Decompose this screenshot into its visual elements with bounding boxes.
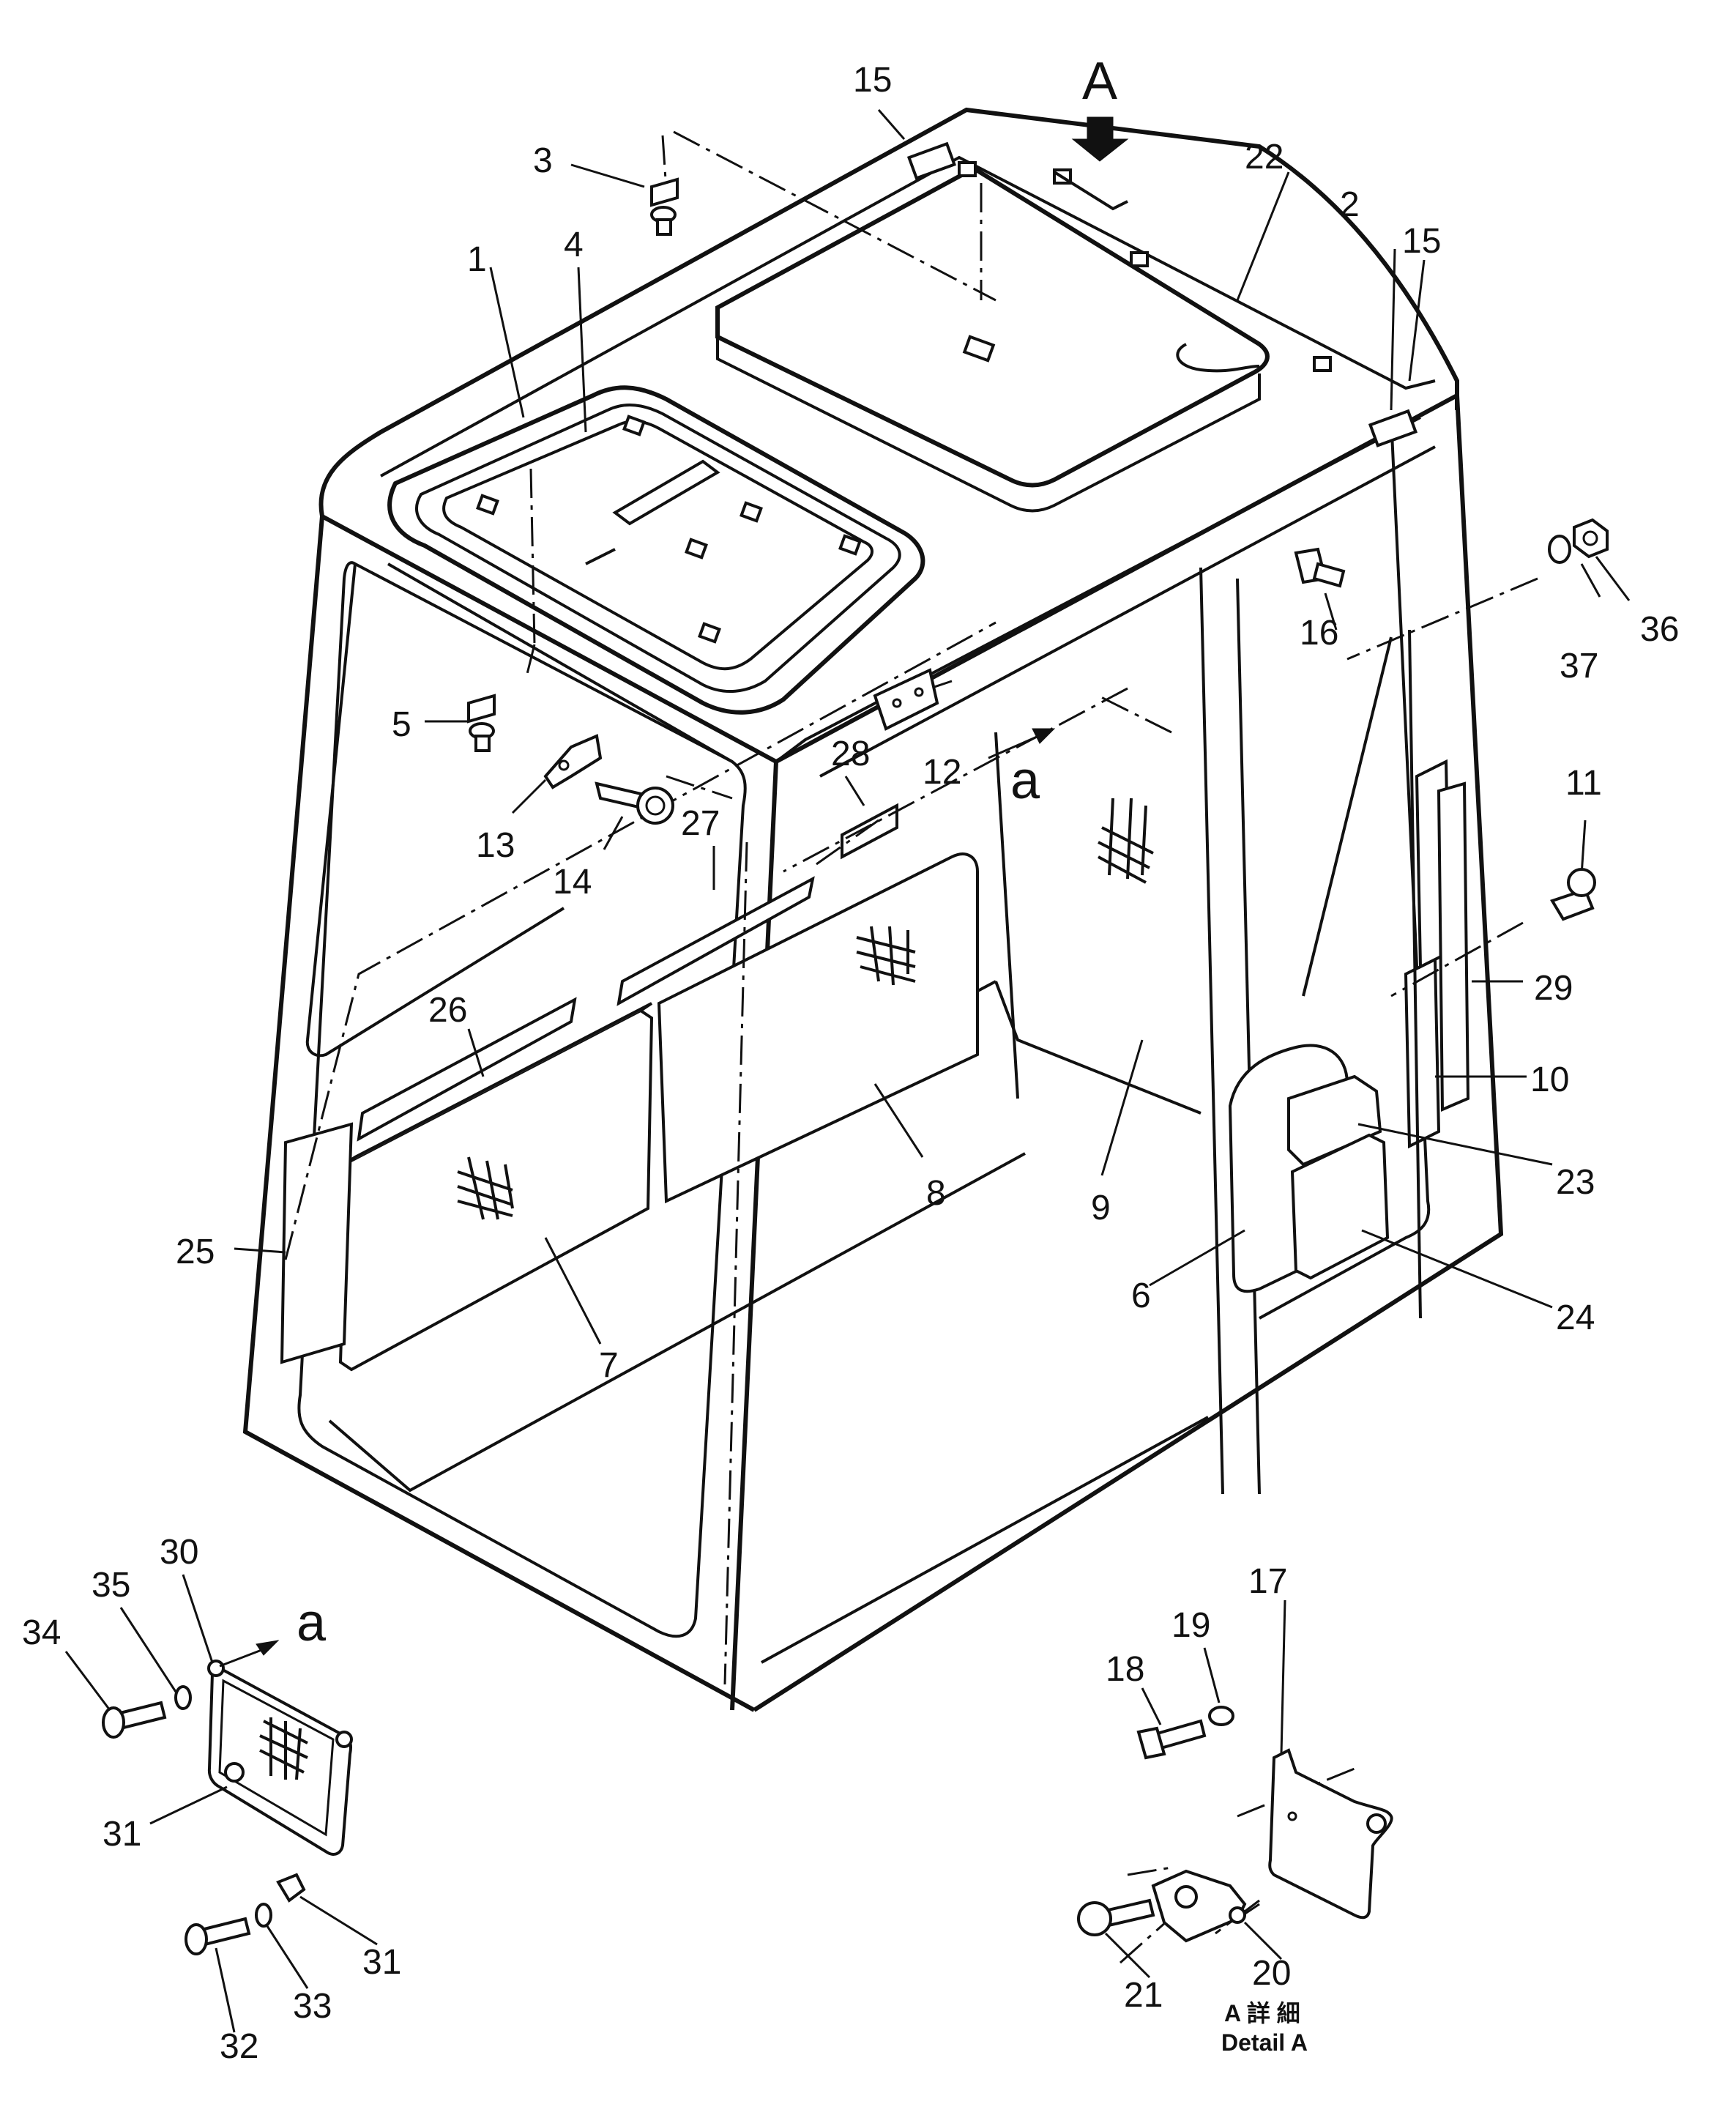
callout-25: 25 — [176, 1233, 215, 1271]
callout-9: 9 — [1091, 1189, 1111, 1227]
callout-37: 37 — [1560, 647, 1598, 685]
panel-7 — [335, 1002, 654, 1372]
part-36-nut — [1573, 518, 1609, 559]
rear-mesh — [1098, 798, 1154, 884]
part-19-washer — [1208, 1706, 1234, 1726]
callout-31a: 31 — [103, 1815, 141, 1854]
panel-27 — [616, 876, 815, 1006]
callout-8: 8 — [926, 1174, 946, 1213]
callout-23: 23 — [1556, 1163, 1595, 1202]
callout-18: 18 — [1106, 1650, 1144, 1689]
panel-29 — [1437, 781, 1470, 1112]
view-a-arrow — [1071, 116, 1129, 162]
cab-frame — [242, 107, 1504, 1712]
callout-26: 26 — [428, 991, 467, 1030]
callout-5: 5 — [392, 705, 411, 744]
callout-35: 35 — [92, 1566, 130, 1605]
part-34-bolt — [102, 1701, 167, 1739]
panel-28 — [841, 803, 898, 860]
callout-27: 27 — [681, 804, 720, 843]
callout-33: 33 — [293, 1987, 332, 2026]
panel-24 — [1290, 1133, 1390, 1280]
panel-23 — [1287, 1074, 1382, 1167]
callout-12: 12 — [923, 753, 961, 792]
part-15-right-latch — [1368, 409, 1418, 447]
panel-25 — [280, 1122, 354, 1364]
callout-11: 11 — [1565, 764, 1602, 803]
callout-2: 2 — [1340, 185, 1360, 224]
callout-17: 17 — [1248, 1562, 1287, 1601]
callout-4: 4 — [564, 226, 584, 264]
view-label: A — [1082, 52, 1117, 111]
part-35-washer — [174, 1685, 192, 1710]
callout-16: 16 — [1300, 614, 1338, 653]
callout-19: 19 — [1171, 1606, 1210, 1645]
part-13-bracket — [543, 734, 603, 789]
assembly-lines — [284, 130, 1538, 1964]
callout-15b: 15 — [1402, 222, 1441, 261]
latch-detail — [1151, 1748, 1393, 1943]
callout-14: 14 — [553, 863, 592, 902]
callout-6: 6 — [1131, 1277, 1151, 1315]
part-31-clip — [276, 1873, 306, 1903]
callout-31b: 31 — [362, 1943, 401, 1982]
callout-13: 13 — [476, 826, 515, 865]
part-15-left-latch — [906, 141, 957, 180]
part-11-pin — [1550, 868, 1596, 921]
roof-hatch — [387, 385, 925, 715]
part-14-bolt — [595, 781, 674, 825]
detail-caption-en: Detail A — [1221, 2029, 1308, 2056]
section-label-top: a — [1010, 751, 1040, 810]
callout-21: 21 — [1124, 1976, 1163, 2015]
section-a-arrow — [988, 728, 1056, 759]
callout-36: 36 — [1640, 610, 1679, 649]
part-12-hinge — [873, 668, 939, 731]
labels: A a a 1 2 3 4 5 6 7 8 9 10 11 12 13 14 1… — [22, 52, 1679, 2066]
callout-34: 34 — [22, 1613, 61, 1652]
part-18-bolt — [1136, 1719, 1207, 1760]
callout-1: 1 — [467, 240, 487, 279]
part-21-bolt — [1077, 1898, 1155, 1936]
callout-7: 7 — [599, 1346, 619, 1385]
callout-30: 30 — [160, 1533, 198, 1572]
callout-10: 10 — [1530, 1060, 1569, 1099]
panel-8 — [657, 852, 979, 1204]
part-37-washer — [1548, 535, 1571, 564]
part-33-washer — [255, 1903, 272, 1928]
vent-cover-detail — [207, 1640, 353, 1856]
leader-lines — [234, 109, 1631, 1345]
callout-29: 29 — [1534, 969, 1573, 1008]
callout-32: 32 — [220, 2027, 258, 2066]
leader-lines-lower — [64, 1574, 1286, 2033]
part-5-clip — [467, 694, 496, 752]
callout-28: 28 — [831, 735, 870, 773]
part-16-bolt — [1294, 547, 1346, 588]
section-label-detail: a — [297, 1594, 327, 1652]
panel-26 — [357, 997, 577, 1142]
detail-caption-jp: A 詳 細 — [1224, 2000, 1300, 2026]
side-edge — [1302, 629, 1422, 1319]
part-3-clip — [650, 177, 679, 236]
callout-3: 3 — [533, 141, 553, 180]
callout-22: 22 — [1245, 138, 1284, 176]
callout-15a: 15 — [853, 61, 892, 100]
callout-20: 20 — [1252, 1954, 1291, 1993]
part-32-bolt — [185, 1917, 251, 1955]
roof-panel — [715, 161, 1332, 513]
callout-24: 24 — [1556, 1298, 1595, 1337]
